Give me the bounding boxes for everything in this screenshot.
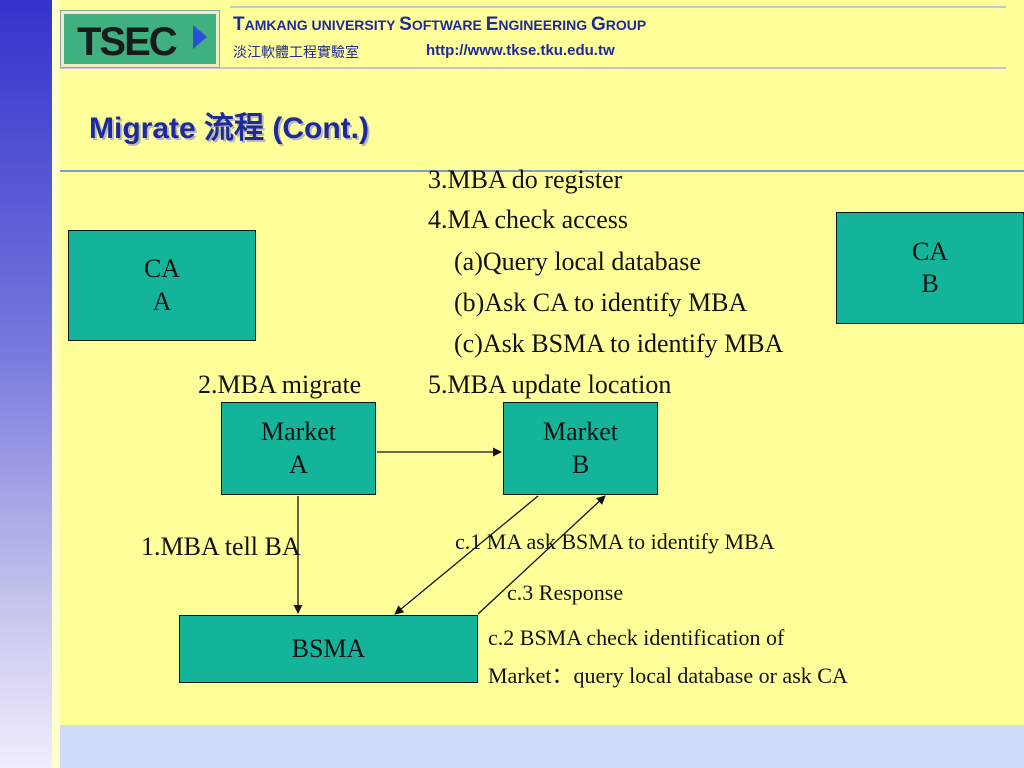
logo-triangle-icon <box>193 25 207 49</box>
step-c3-response: c.3 Response <box>507 580 624 605</box>
header-top-line <box>230 6 1006 8</box>
lab-url[interactable]: http://www.tkse.tku.edu.tw <box>426 42 615 59</box>
title-part: OFTWARE <box>411 17 486 33</box>
ca-a-line2: A <box>152 286 172 316</box>
title-part: G <box>591 14 606 35</box>
ca-b-box: CA B <box>836 212 1024 324</box>
title-part: ROUP <box>605 17 647 33</box>
step-4a-query: (a)Query local database <box>454 247 701 276</box>
title-part: NGINEERING <box>498 17 591 33</box>
step-4c-ask-bsma: (c)Ask BSMA to identify MBA <box>454 329 784 358</box>
market-b-line1: Market <box>542 417 619 446</box>
university-group-title: TAMKANG UNIVERSITY SOFTWARE ENGINEERING … <box>233 14 646 36</box>
step-1-tell-ba: 1.MBA tell BA <box>141 532 301 561</box>
step-c2-line1: c.2 BSMA check identification of <box>488 625 785 650</box>
arrow-market-b-to-bsma <box>394 495 539 615</box>
ca-b-line1: CA <box>911 236 949 266</box>
step-c1-ask-bsma: c.1 MA ask BSMA to identify MBA <box>455 529 775 554</box>
ca-a-box: CA A <box>68 230 256 341</box>
title-part: AMKANG UNIVERSITY <box>244 17 400 33</box>
market-b-line2: B <box>571 449 590 479</box>
bsma-box: BSMA <box>179 615 478 683</box>
step-5-update-location: 5.MBA update location <box>428 370 672 399</box>
title-part: E <box>485 14 499 35</box>
tsec-logo-text: TSEC <box>77 20 177 64</box>
left-sidebar-gradient <box>0 0 52 768</box>
market-a-line1: Market <box>260 417 337 446</box>
bottom-band <box>60 725 1024 768</box>
tsec-logo: TSEC <box>60 10 220 68</box>
title-part: S <box>399 14 412 35</box>
step-2-migrate: 2.MBA migrate <box>198 370 362 399</box>
tsec-logo-background <box>64 14 216 64</box>
title-underline <box>60 170 1024 172</box>
lab-name-chinese: 淡江軟體工程實驗室 <box>233 45 359 61</box>
market-b-box: Market B <box>503 402 658 495</box>
slide-title: Migrate 流程 (Cont.) <box>89 112 369 145</box>
sidebar-edge <box>52 0 60 768</box>
step-4-check-access: 4.MA check access <box>428 205 628 234</box>
market-a-box: Market A <box>221 402 376 495</box>
title-part: T <box>233 14 245 35</box>
ca-a-line1: CA <box>143 254 181 283</box>
ca-b-line2: B <box>921 269 939 298</box>
step-c2-line2: Market：query local database or ask CA <box>488 663 848 688</box>
header-bottom-line <box>60 67 1006 69</box>
arrow-bsma-to-market-b <box>477 495 606 615</box>
step-3-register: 3.MBA do register <box>428 165 623 194</box>
bsma-label: BSMA <box>291 633 366 663</box>
tsec-logo-mark: TSEC <box>77 20 207 64</box>
step-4b-ask-ca: (b)Ask CA to identify MBA <box>454 288 748 317</box>
market-a-line2: A <box>289 449 308 479</box>
